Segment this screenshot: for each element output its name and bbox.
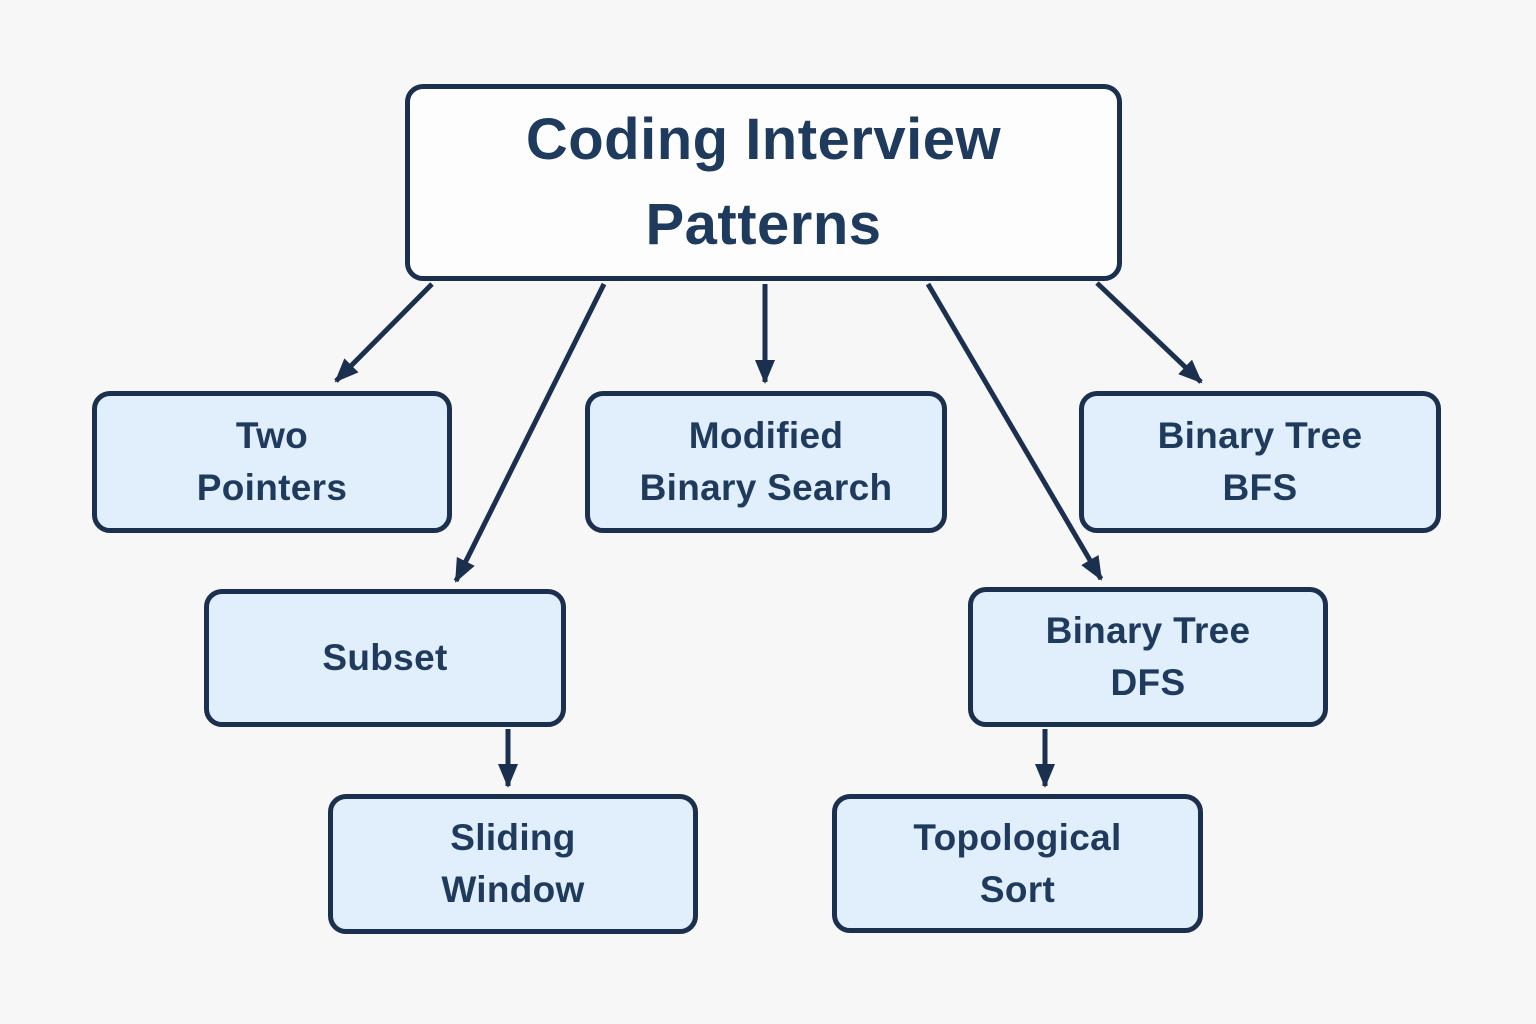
node-modified-binary-search: Modified Binary Search [585,391,947,533]
edge-root-to-binary-tree-dfs [925,282,1104,581]
node-subset: Subset [204,589,566,727]
edge-root-to-binary-tree-bfs [1095,281,1203,384]
node-topological-sort: Topological Sort [832,794,1203,933]
node-two-pointers: Two Pointers [92,391,452,533]
node-sliding-window: Sliding Window [328,794,698,934]
edge-root-to-two-pointers [334,282,434,383]
node-binary-tree-bfs: Binary Tree BFS [1079,391,1441,533]
node-coding-interview-patterns: Coding Interview Patterns [405,84,1122,281]
edge-root-to-subset [453,282,607,583]
node-binary-tree-dfs: Binary Tree DFS [968,587,1328,727]
